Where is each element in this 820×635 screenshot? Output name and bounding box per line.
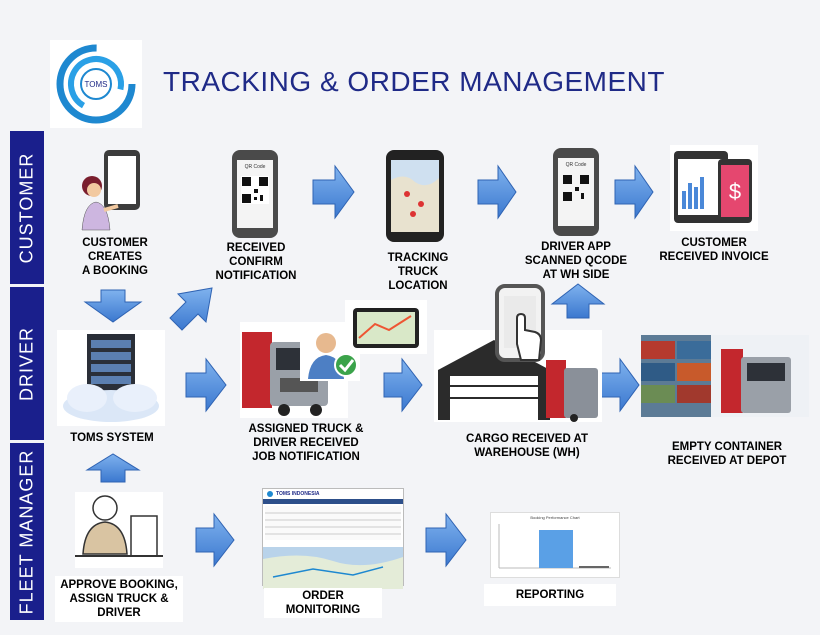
arrow-up-icon <box>550 283 606 319</box>
report-chart-title: Booking Performance Chart <box>530 515 580 520</box>
report-chart <box>498 524 611 569</box>
arrow-up-icon <box>85 453 141 483</box>
lane-driver: DRIVER <box>10 287 44 440</box>
arrow-down-icon <box>83 289 143 323</box>
step-driver-app-scan: DRIVER APP SCANNED QCODE AT WH SIDE <box>524 241 628 281</box>
driver-check-icon <box>308 333 358 379</box>
dashboard-brand: TOMS INDONESIA <box>276 491 320 497</box>
invoice-icon: $ <box>674 151 752 223</box>
reporting-chart-card: Booking Performance Chart <box>490 512 620 578</box>
toms-system-card <box>57 330 165 426</box>
step-order-monitoring: ORDER MONITORING <box>264 588 382 618</box>
toms-logo: TOMS <box>50 40 142 128</box>
arrow-right-icon <box>425 512 467 568</box>
customer-booking-illustration <box>78 148 150 232</box>
step-tracking-truck: TRACKING TRUCK LOCATION <box>387 252 449 292</box>
arrow-right-icon <box>599 357 640 413</box>
dashboard-logo-icon <box>267 491 273 497</box>
scan-phone-hand <box>495 284 555 364</box>
step-cargo-received: CARGO RECEIVED AT WAREHOUSE (WH) <box>465 433 589 459</box>
step-assigned-truck: ASSIGNED TRUCK & DRIVER RECEIVED JOB NOT… <box>248 423 364 463</box>
qr-title: QR Code <box>244 164 266 170</box>
step-confirm-notification: RECEIVED CONFIRM NOTIFICATION <box>215 242 297 282</box>
report-bar <box>579 566 609 568</box>
manager-desk-icon <box>75 495 163 557</box>
gps-device-icon <box>353 308 419 348</box>
page-title: TRACKING & ORDER MANAGEMENT <box>163 66 665 97</box>
gps-device-card <box>345 300 427 354</box>
depot-card <box>641 335 809 417</box>
qr-code-icon <box>563 175 589 201</box>
fleet-manager-illustration <box>75 492 163 568</box>
step-customer-invoice: CUSTOMER RECEIVED INVOICE <box>659 237 769 263</box>
step-approve-booking: APPROVE BOOKING, ASSIGN TRUCK & DRIVER <box>55 576 183 622</box>
arrow-right-icon <box>312 164 355 220</box>
order-monitoring-dashboard: TOMS INDONESIA <box>262 488 404 589</box>
report-bar <box>539 530 573 568</box>
arrow-right-icon <box>383 357 423 413</box>
step-toms-system: TOMS SYSTEM <box>70 432 154 444</box>
arrow-right-icon <box>614 164 654 220</box>
dashboard-table <box>265 506 401 540</box>
step-create-booking: CUSTOMER CREATES A BOOKING <box>81 237 149 277</box>
container-depot-icon <box>641 335 809 417</box>
confirm-phone: QR Code <box>232 150 278 238</box>
touch-phone-icon <box>495 284 545 362</box>
invoice-card: $ <box>670 145 758 231</box>
tracking-phone <box>386 150 444 242</box>
step-reporting: REPORTING <box>484 584 616 606</box>
dashboard-nav <box>263 499 403 504</box>
arrow-right-icon <box>195 512 235 568</box>
arrow-right-icon <box>185 357 227 413</box>
svg-text:$: $ <box>729 179 741 204</box>
dashboard-header: TOMS INDONESIA <box>263 489 403 499</box>
logo-text: TOMS <box>85 80 108 89</box>
driver-app-phone: QR Code <box>553 148 599 236</box>
arrow-diagonal-icon <box>169 287 213 331</box>
map-icon <box>391 176 439 232</box>
qr-code-icon <box>241 176 269 204</box>
arrow-right-icon <box>477 164 517 220</box>
server-cloud-icon <box>63 334 159 422</box>
lane-fleet-manager: FLEET MANAGER <box>10 443 44 620</box>
step-empty-container: EMPTY CONTAINER RECEIVED AT DEPOT <box>667 441 787 467</box>
dashboard-map <box>263 547 403 589</box>
toms-logo-icon: TOMS <box>56 44 136 124</box>
lane-customer: CUSTOMER <box>10 131 44 284</box>
qr-title-2: QR Code <box>565 162 587 168</box>
